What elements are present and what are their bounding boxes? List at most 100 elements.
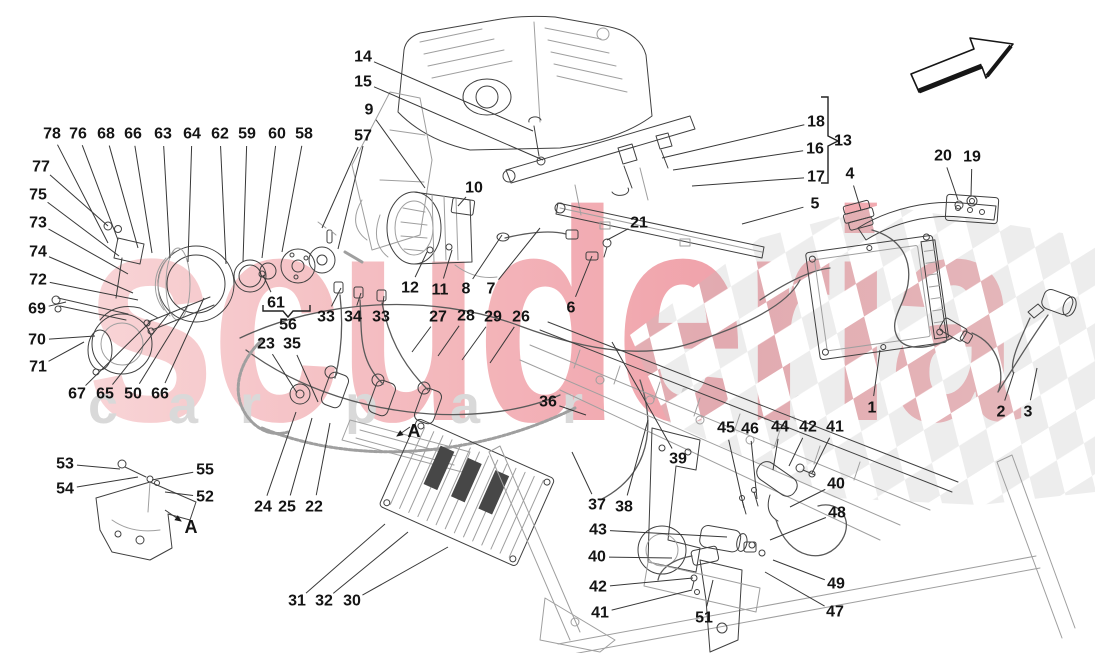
part-number-label: 39 (669, 451, 687, 468)
part-number-label: 27 (429, 309, 447, 326)
part-number-label: 16 (806, 141, 824, 158)
leader-line (853, 185, 862, 211)
support-frame-art (488, 445, 1076, 653)
leader-line (559, 405, 587, 416)
leader-line (498, 227, 541, 280)
part-number-label: 77 (32, 159, 50, 176)
part-number-label: 1 (868, 400, 877, 417)
part-number-label: 17 (807, 169, 825, 186)
engine-line-art (51, 15, 1077, 653)
part-number-label: 57 (354, 128, 372, 145)
leader-line (76, 464, 121, 470)
part-number-label: 25 (278, 499, 296, 516)
leader-line (281, 145, 303, 253)
leader-line (728, 439, 745, 509)
leader-line (48, 341, 85, 362)
leader-line (296, 354, 319, 403)
leader-line (788, 437, 804, 467)
part-number-label: 58 (295, 126, 313, 143)
leader-line (261, 145, 277, 259)
part-number-label: 51 (695, 610, 713, 627)
part-number-label: 47 (826, 604, 844, 621)
part-number-label: 56 (279, 317, 297, 334)
fuel-rail-art (502, 115, 696, 216)
leader-line (373, 86, 544, 161)
part-number-label: 65 (96, 386, 114, 403)
part-number-label: 48 (828, 505, 846, 522)
part-number-label: 4 (846, 166, 855, 183)
watermark-letter: a (450, 375, 481, 435)
part-number-label: 42 (589, 579, 607, 596)
part-number-label: 71 (29, 359, 47, 376)
leader-line (164, 297, 205, 384)
leader-line (609, 530, 728, 538)
leader-line (337, 145, 364, 250)
air-pump-art (51, 221, 215, 376)
part-number-label: 40 (827, 476, 845, 493)
leader-line (489, 326, 515, 364)
part-number-label: 13 (834, 133, 852, 150)
leader-line (242, 145, 248, 263)
part-number-label: 41 (826, 419, 844, 436)
part-number-label: 62 (211, 126, 229, 143)
leader-lines-layer (47, 61, 1038, 611)
leader-line (1004, 371, 1015, 401)
part-number-label: 8 (462, 281, 471, 298)
leader-line (151, 471, 194, 481)
leader-line (49, 281, 139, 301)
part-number-label: 66 (151, 386, 169, 403)
air-valve-assembly-art (637, 427, 847, 653)
view-callout-letter: A (185, 517, 198, 537)
part-number-label: 6 (567, 300, 576, 317)
leader-line (138, 304, 189, 385)
part-number-label: 36 (539, 394, 557, 411)
leader-line (571, 451, 593, 495)
direction-arrow-icon (910, 37, 1014, 94)
leader-line (946, 167, 959, 201)
watermark-letter: r (562, 375, 583, 435)
leader-line (220, 145, 227, 265)
part-number-label: 11 (432, 282, 449, 299)
leader-line (609, 577, 694, 587)
part-number-label: 59 (238, 126, 256, 143)
leader-line (437, 325, 460, 357)
part-number-label: 23 (257, 336, 275, 353)
part-number-label: 19 (963, 149, 981, 166)
leader-line (706, 579, 714, 607)
part-number-label: 12 (401, 280, 419, 297)
part-number-label: 9 (365, 102, 374, 119)
leader-line (57, 144, 109, 244)
part-number-label: 29 (484, 309, 502, 326)
leader-line (661, 124, 805, 159)
leader-line (48, 228, 129, 275)
leader-line (76, 476, 139, 488)
leader-line (764, 571, 825, 607)
part-number-label: 24 (254, 499, 272, 516)
leader-line (362, 546, 449, 596)
leader-line (769, 517, 827, 541)
leader-line (48, 256, 134, 294)
leader-line (382, 295, 385, 306)
part-number-label: 74 (29, 244, 47, 261)
leader-line (266, 411, 297, 496)
leader-line (772, 438, 779, 471)
leader-line (321, 146, 359, 229)
leader-line (472, 234, 503, 280)
leader-line (331, 287, 342, 307)
callout-arrow (396, 426, 411, 437)
part-number-label: 7 (487, 281, 496, 298)
callout-arrow (164, 509, 182, 522)
part-number-label: 38 (615, 499, 633, 516)
part-number-label: 32 (315, 593, 333, 610)
exploded-meter-art (154, 221, 364, 323)
leader-line (49, 174, 109, 227)
leader-line (315, 422, 331, 496)
watermark-letter: r (240, 375, 261, 435)
part-number-label: 21 (630, 215, 648, 232)
leader-line (356, 292, 362, 306)
leader-line (47, 201, 120, 257)
part-number-label: 14 (354, 49, 372, 66)
leader-line (575, 255, 593, 298)
part-number-label: 53 (56, 456, 74, 473)
